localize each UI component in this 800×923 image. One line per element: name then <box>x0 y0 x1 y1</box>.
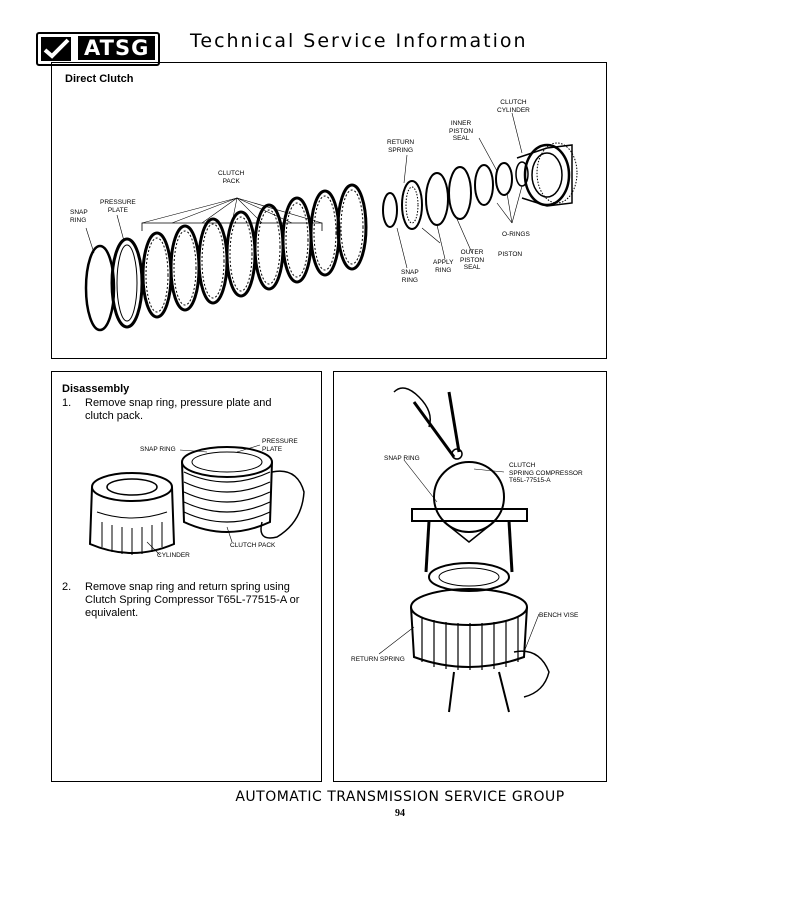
clutch-exploded-illustration <box>84 112 578 332</box>
panel-title-direct-clutch: Direct Clutch <box>65 73 134 85</box>
label-outer-piston-seal: OUTER PISTON SEAL <box>460 249 485 271</box>
label-snap-ring-left: SNAP RING <box>70 209 88 224</box>
label-piston: PISTON <box>498 251 523 258</box>
snap-ring-removal-illustration <box>88 444 305 556</box>
step-1-number: 1. <box>62 397 72 409</box>
spring-compressor-illustration <box>378 387 550 713</box>
label-clutch-pack-2: CLUTCH PACK <box>230 542 276 549</box>
label-cylinder: CYLINDER <box>157 552 190 559</box>
step-2-text: Remove snap ring and return spring using… <box>85 581 300 619</box>
label-bench-vise: BENCH VISE <box>539 612 579 619</box>
label-snap-ring-3: SNAP RING <box>384 455 420 462</box>
label-o-rings: O-RINGS <box>502 231 530 238</box>
logo-text: ATSG <box>78 36 156 60</box>
step-2-number: 2. <box>62 581 72 593</box>
label-inner-piston-seal: INNER PISTON SEAL <box>449 120 474 142</box>
label-clutch-spring-compressor: CLUTCH SPRING COMPRESSOR T65L-77515-A <box>509 462 583 484</box>
label-pressure-plate-2: PRESSURE PLATE <box>262 438 298 453</box>
panel-title-disassembly: Disassembly <box>62 383 130 395</box>
label-return-spring-2: RETURN SPRING <box>351 656 405 663</box>
page-number: 94 <box>395 808 405 819</box>
footer-organization: AUTOMATIC TRANSMISSION SERVICE GROUP <box>235 789 565 805</box>
disassembly-panel: Disassembly 1. Remove snap ring, pressur… <box>51 371 322 782</box>
label-snap-ring: SNAP RING <box>140 446 176 453</box>
label-snap-ring-right: SNAP RING <box>401 269 419 284</box>
atsg-logo: ATSG <box>36 32 160 66</box>
label-return-spring: RETURN SPRING <box>387 139 415 154</box>
label-clutch-cylinder: CLUTCH CYLINDER <box>497 99 530 114</box>
label-apply-ring: APPLY RING <box>433 259 454 274</box>
compressor-panel: SNAP RING CLUTCH SPRING COMPRESSOR T65L-… <box>333 371 607 782</box>
label-pressure-plate: PRESSURE PLATE <box>100 199 136 214</box>
direct-clutch-panel: Direct Clutch <box>51 62 607 359</box>
label-clutch-pack: CLUTCH PACK <box>218 170 245 185</box>
checkmark-icon <box>41 37 71 61</box>
step-1-text: Remove snap ring, pressure plate and clu… <box>85 397 272 422</box>
page-title: Technical Service Information <box>190 30 528 52</box>
